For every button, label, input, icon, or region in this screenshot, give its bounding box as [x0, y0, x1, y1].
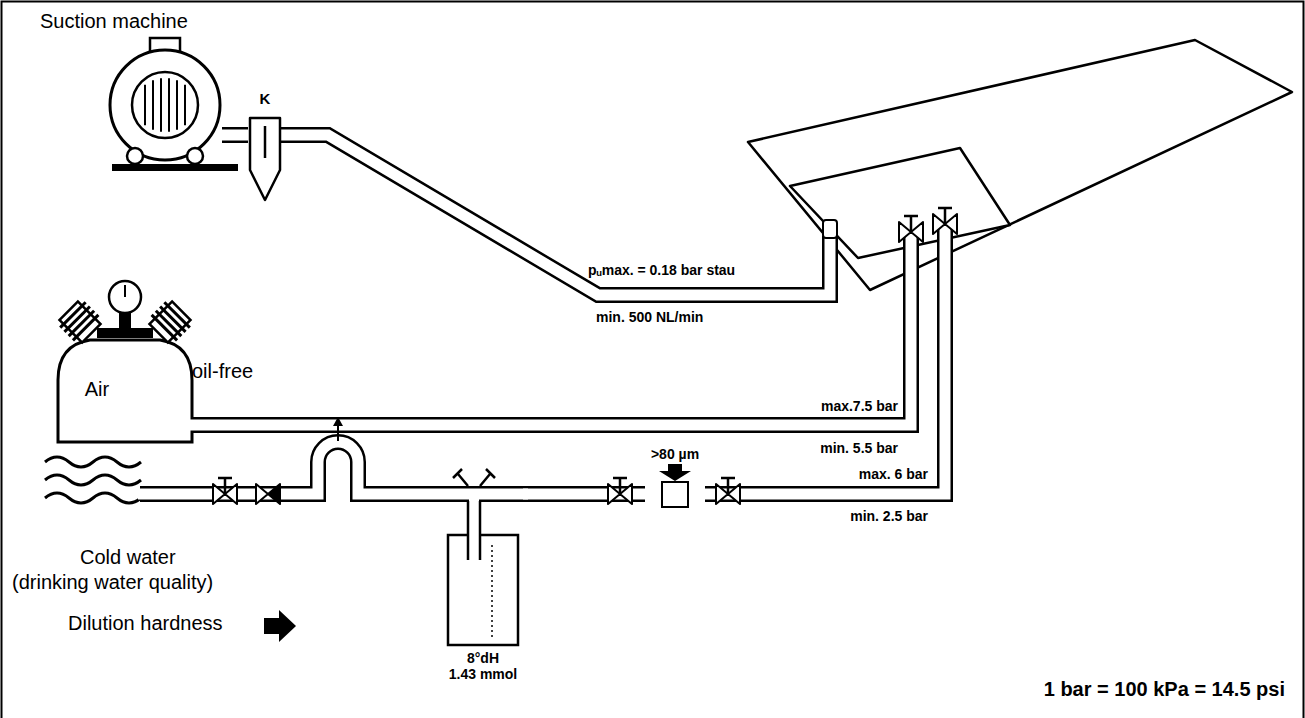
panel-valve [899, 216, 923, 242]
annotation-label: min. 5.5 bar [820, 440, 898, 456]
dip-tube-bore [469, 499, 479, 559]
pipe-connector [217, 135, 253, 136]
separator-k [250, 118, 280, 200]
annotation-label: min. 2.5 bar [850, 508, 928, 524]
air-pipe [188, 232, 911, 425]
cylinder-body [59, 301, 100, 342]
vessel-valves [453, 469, 495, 486]
grill-bar [160, 78, 162, 132]
grill-bar [152, 80, 154, 129]
fin [73, 315, 98, 340]
gauge-stem [119, 312, 131, 328]
level-line [491, 545, 493, 640]
cooling-fins [60, 302, 98, 340]
cylinder [56, 298, 104, 346]
suction-machine [110, 38, 238, 171]
compressor-head [97, 328, 153, 338]
panel-valve [933, 208, 957, 234]
vent-arrowhead [333, 417, 343, 426]
wave [45, 475, 141, 485]
annotation-label: max. 6 bar [859, 466, 928, 482]
pressure-gauge [109, 281, 141, 313]
water-source [45, 457, 141, 503]
annotation-label: pᵤmax. = 0.18 bar stau [588, 262, 735, 278]
grill-bar [184, 85, 186, 125]
machine-foot [127, 148, 143, 164]
annotation-label: min. 500 NL/min [596, 309, 703, 325]
pointer-arrow [264, 610, 296, 642]
node-text: 1.43 mmol [438, 666, 528, 682]
annotation-label: 1 bar = 100 kPa = 14.5 psi [1044, 678, 1285, 701]
annotation-label: max.7.5 bar [821, 398, 898, 414]
blower-inlet [132, 72, 198, 138]
node-text: Air [62, 378, 132, 401]
pipe-bore [217, 130, 253, 141]
fin [152, 315, 177, 340]
component-node: 8°dH1.43 mmol [438, 530, 528, 690]
wave [45, 457, 141, 467]
annotation-label: Dilution hardness [68, 612, 223, 635]
annotation-label: Cold water [80, 546, 176, 569]
machine-base [112, 164, 238, 171]
vent-line [337, 424, 339, 441]
cylinder [146, 298, 194, 346]
node-text: K [248, 90, 282, 107]
annotation-label: (drinking water quality) [12, 571, 213, 594]
grill-bar [144, 85, 146, 125]
node-text: 8°dH [438, 650, 528, 666]
vacuum-pipe [276, 135, 830, 295]
water-pipe [701, 224, 945, 494]
water-pipe [138, 442, 534, 494]
wave [45, 493, 141, 503]
inlet-grill [145, 78, 185, 132]
grill-bar [168, 78, 170, 132]
shutoff-valve [716, 478, 740, 504]
machine-foot [187, 148, 203, 164]
check-valve [256, 484, 280, 504]
air-tank [58, 340, 192, 442]
grill-bar [176, 80, 178, 129]
component-node: >80 µm [645, 444, 705, 512]
annotation-label: oil-free [192, 360, 253, 383]
vacuum-inlet [823, 220, 837, 238]
shutoff-valve [608, 478, 632, 504]
filter-arrow [659, 464, 691, 481]
cylinder-body [149, 301, 190, 342]
blower-housing [110, 50, 220, 160]
hardness-vessel [448, 535, 518, 645]
component-node: K [248, 88, 282, 202]
component-node: Suction machine [40, 8, 222, 176]
compressor [56, 281, 194, 442]
water-pipe [140, 442, 530, 494]
shutoff-valve [213, 478, 237, 504]
separator-baffle [264, 126, 267, 158]
cooling-fins [152, 302, 190, 340]
gauge-needle [124, 285, 126, 297]
node-text: Suction machine [40, 10, 222, 33]
component-node: Air [62, 374, 132, 408]
filter-body [662, 482, 688, 507]
node-text: >80 µm [645, 446, 705, 462]
dip-tube [468, 501, 480, 560]
